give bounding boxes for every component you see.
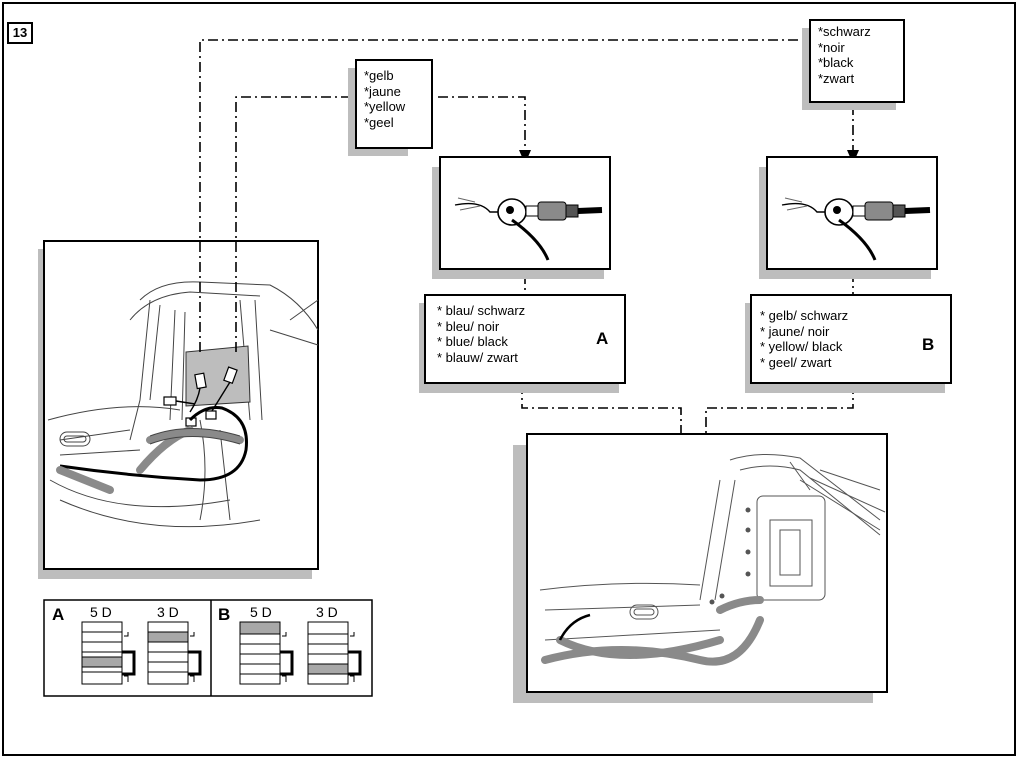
label-line: *zwart [818,70,855,86]
label-line: * geel/ zwart [760,354,832,370]
connector-detail-b [759,156,938,279]
right-vehicle-illustration [513,433,888,703]
pin-diagram-a-3d [147,621,202,685]
label-line: * yellow/ black [760,339,843,354]
label-box-frames [348,19,952,393]
label-yellow-black: * gelb/ schwarz * jaune/ noir * yellow/ … [760,308,848,370]
label-blue-black: * blau/ schwarz * bleu/ noir * blue/ bla… [437,303,525,365]
left-vehicle-illustration [38,240,319,579]
label-line: *geel [364,114,394,130]
label-black: *schwarz *noir *black *zwart [818,24,871,86]
label-line: *gelb [364,68,394,83]
label-line: * gelb/ schwarz [760,308,849,323]
arrow-target-a: A [596,329,609,348]
label-line: * blue/ black [437,334,508,349]
label-line: * blauw/ zwart [437,349,518,365]
step-number-badge: 13 [7,22,33,44]
pin-diagram-a-5d [81,621,136,685]
arrow-target-b: B [922,335,935,354]
label-line: *schwarz [818,24,871,39]
table-a-3d-header: 3 D [157,604,179,620]
table-variant-a-letter: A [52,605,65,624]
label-line: * bleu/ noir [437,318,500,334]
table-b-5d-header: 5 D [250,604,272,620]
label-yellow: *gelb *jaune *yellow *geel [364,68,405,130]
label-line: *jaune [364,83,401,99]
pin-diagram-b-3d [307,621,362,685]
connector-detail-a [432,156,611,279]
label-line: * jaune/ noir [760,323,830,339]
table-b-3d-header: 3 D [316,604,338,620]
label-line: *yellow [364,99,406,114]
label-line: *noir [818,39,845,55]
pin-diagram-b-5d [239,621,294,685]
table-variant-b-letter: B [218,605,231,624]
label-line: *black [818,55,854,70]
table-a-5d-header: 5 D [90,604,112,620]
label-line: * blau/ schwarz [437,303,526,318]
